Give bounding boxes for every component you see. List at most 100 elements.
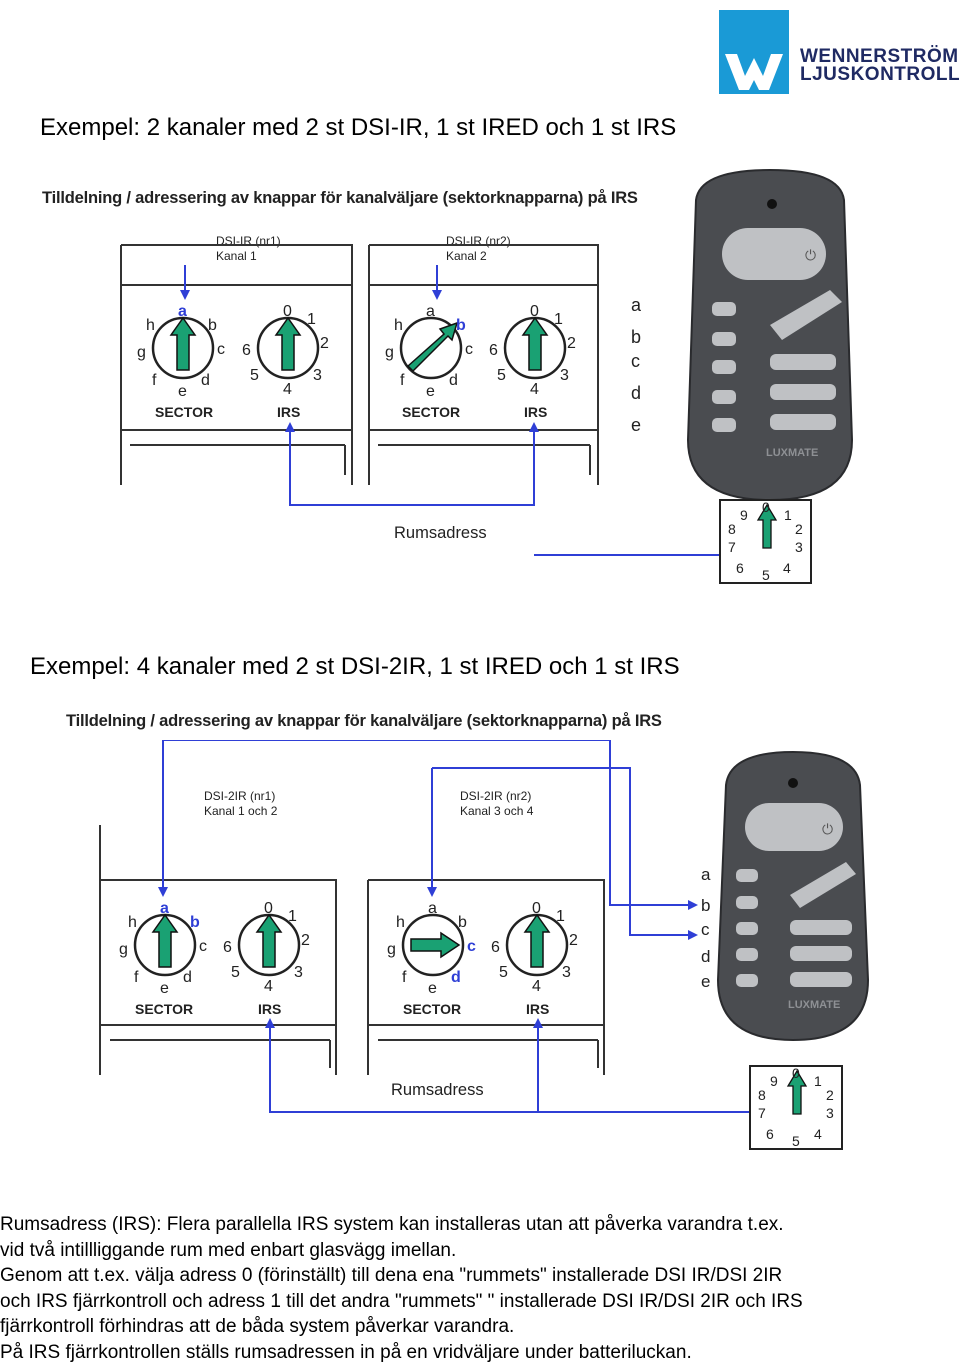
svg-text:b: b [456, 317, 466, 334]
svg-text:0: 0 [532, 900, 541, 917]
svg-text:a: a [631, 295, 642, 315]
svg-text:3: 3 [313, 367, 322, 384]
svg-text:3: 3 [826, 1105, 834, 1121]
svg-text:9: 9 [740, 507, 748, 523]
example2-unit1-label: DSI-2IR (nr1) Kanal 1 och 2 [204, 789, 277, 819]
svg-text:4: 4 [530, 381, 539, 398]
svg-text:f: f [402, 969, 407, 986]
ex1-room-dial: 0 1 2 3 4 5 6 7 8 9 [719, 499, 812, 584]
example2-heading: Tilldelning / adressering av knappar för… [66, 712, 662, 730]
svg-text:0: 0 [264, 900, 273, 917]
unit2-name: DSI-2IR (nr2) [460, 789, 532, 803]
svg-text:7: 7 [758, 1105, 766, 1121]
example1-heading: Tilldelning / adressering av knappar för… [42, 189, 638, 207]
example1-device-frames [120, 244, 599, 485]
svg-text:4: 4 [532, 978, 541, 995]
svg-text:a: a [701, 865, 711, 884]
ex2-remote-control: ⏻ LUXMATE [716, 750, 870, 1042]
svg-text:e: e [428, 980, 437, 997]
svg-text:a: a [178, 303, 187, 320]
logo-line-2: LJUSKONTROLL [800, 64, 960, 85]
example2-unit2-label: DSI-2IR (nr2) Kanal 3 och 4 [460, 789, 533, 819]
svg-text:5: 5 [250, 367, 259, 384]
svg-text:5: 5 [231, 964, 240, 981]
svg-text:0: 0 [283, 303, 292, 320]
svg-text:d: d [451, 969, 461, 986]
svg-text:h: h [146, 317, 155, 334]
svg-text:e: e [178, 383, 187, 400]
svg-text:8: 8 [728, 521, 736, 537]
svg-text:1: 1 [556, 908, 565, 925]
svg-text:0: 0 [530, 303, 539, 320]
svg-text:6: 6 [766, 1126, 774, 1142]
svg-text:1: 1 [307, 311, 316, 328]
svg-text:SECTOR: SECTOR [403, 1001, 461, 1017]
svg-text:g: g [137, 344, 146, 361]
svg-text:2: 2 [320, 335, 329, 352]
svg-text:7: 7 [728, 539, 736, 555]
example2-leader-lines [162, 740, 750, 1113]
svg-text:c: c [701, 920, 710, 939]
svg-text:IRS: IRS [524, 404, 547, 420]
svg-text:4: 4 [283, 381, 292, 398]
body-line: fjärrkontroll förhindras att de båda sys… [0, 1316, 515, 1337]
company-logo-text: WENNERSTRÖM LJUSKONTROLL [800, 46, 960, 85]
svg-text:1: 1 [784, 507, 792, 523]
unit2-channel: Kanal 3 och 4 [460, 804, 534, 818]
svg-text:SECTOR: SECTOR [155, 404, 213, 420]
ex2-sector-dial-1: a b c d e f g h SECTOR [119, 900, 207, 1017]
body-line: Rumsadress (IRS): Flera parallella IRS s… [0, 1214, 784, 1235]
svg-text:h: h [128, 914, 137, 931]
body-line: Genom att t.ex. välja adress 0 (förinstä… [0, 1265, 783, 1286]
svg-text:5: 5 [762, 567, 770, 583]
company-logo-mark [719, 10, 789, 94]
explanation-text: Rumsadress (IRS): Flera parallella IRS s… [0, 1212, 955, 1365]
svg-text:LUXMATE: LUXMATE [788, 999, 840, 1011]
svg-text:f: f [134, 969, 139, 986]
svg-text:8: 8 [758, 1087, 766, 1103]
body-line: och IRS fjärrkontroll och adress 1 till … [0, 1290, 803, 1312]
unit1-channel: Kanal 1 och 2 [204, 804, 278, 818]
svg-text:2: 2 [301, 932, 310, 949]
svg-text:5: 5 [497, 367, 506, 384]
svg-text:b: b [208, 317, 217, 334]
example1-title: Exempel: 2 kanaler med 2 st DSI-IR, 1 st… [40, 114, 677, 141]
body-line: På IRS fjärrkontrollen ställs rumsadress… [0, 1341, 692, 1363]
unit1-channel: Kanal 1 [216, 249, 257, 263]
svg-text:e: e [160, 980, 169, 997]
svg-text:c: c [467, 938, 476, 955]
ex1-remote-control: ⏻ LUXMATE [686, 168, 854, 502]
ex2-irs-dial-1: 0 1 2 3 4 5 6 IRS [223, 900, 310, 1017]
svg-text:2: 2 [826, 1087, 834, 1103]
svg-text:g: g [387, 941, 396, 958]
ex2-sector-dial-2: a b c d e f g h SECTOR [387, 900, 476, 1017]
unit2-channel: Kanal 2 [446, 249, 487, 263]
svg-text:6: 6 [242, 342, 251, 359]
svg-text:b: b [458, 914, 467, 931]
svg-text:2: 2 [795, 521, 803, 537]
svg-text:g: g [119, 941, 128, 958]
svg-text:a: a [160, 900, 169, 917]
example1-leader-lines [184, 265, 720, 556]
svg-text:IRS: IRS [258, 1001, 281, 1017]
svg-text:a: a [428, 900, 437, 917]
ex1-key-letters: a b c d e [631, 295, 642, 435]
svg-text:5: 5 [499, 964, 508, 981]
svg-text:0: 0 [762, 499, 770, 515]
svg-text:g: g [385, 344, 394, 361]
svg-text:SECTOR: SECTOR [135, 1001, 193, 1017]
svg-text:3: 3 [560, 367, 569, 384]
ex2-irs-dial-2: 0 1 2 3 4 5 6 IRS [491, 900, 578, 1017]
svg-text:4: 4 [783, 560, 791, 576]
svg-text:5: 5 [792, 1133, 800, 1149]
svg-text:6: 6 [491, 939, 500, 956]
svg-text:b: b [631, 327, 641, 347]
svg-text:d: d [449, 372, 458, 389]
ex1-sector-dial-2: a b c d e f g h SECTOR [385, 303, 473, 420]
svg-text:h: h [396, 914, 405, 931]
svg-text:9: 9 [770, 1073, 778, 1089]
example2-device-frames [99, 825, 605, 1075]
svg-text:d: d [183, 969, 192, 986]
logo-line-1: WENNERSTRÖM [800, 46, 959, 67]
svg-text:IRS: IRS [277, 404, 300, 420]
